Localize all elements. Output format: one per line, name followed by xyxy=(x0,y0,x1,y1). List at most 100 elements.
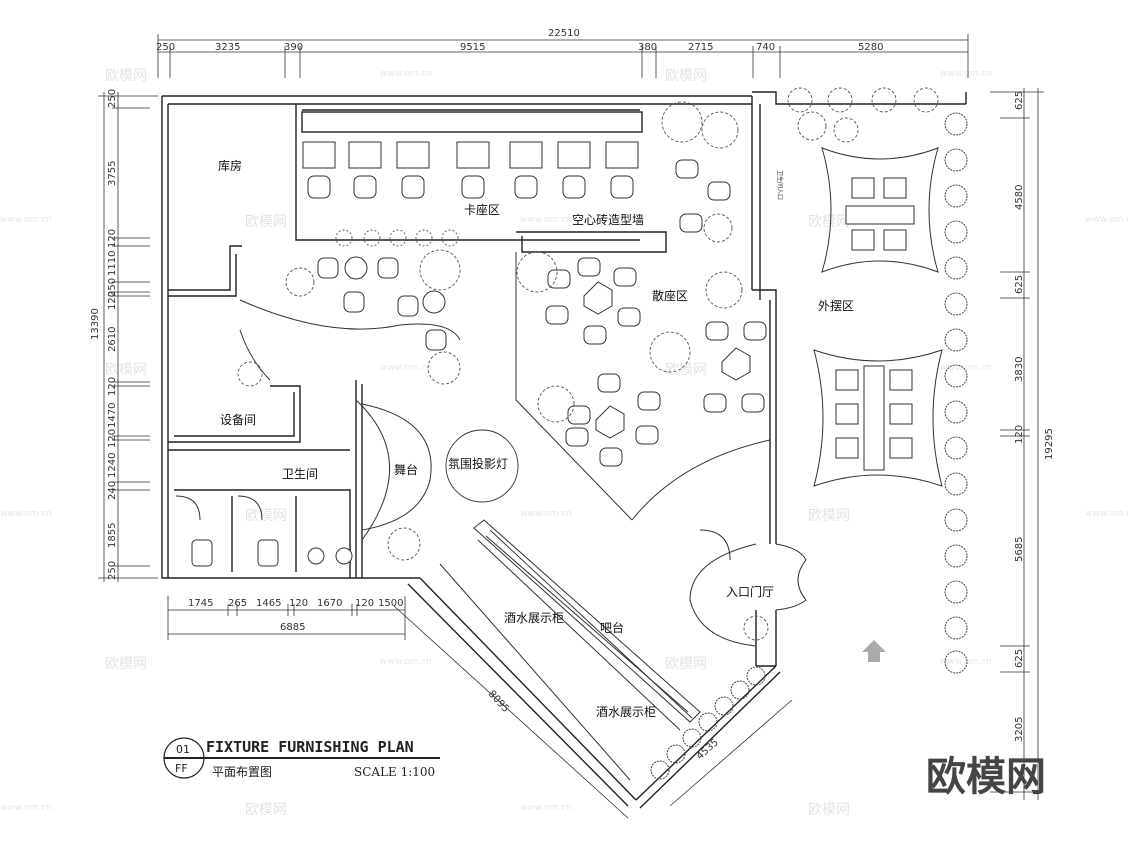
dim-bottom-segment: 1500 xyxy=(378,598,403,609)
room-label-side: 卫生间入口 xyxy=(776,170,784,200)
dim-right-segment: 4580 xyxy=(1014,185,1025,210)
brand-watermark: 欧模网 xyxy=(926,754,1046,800)
dim-top-segment: 2715 xyxy=(688,42,713,53)
walls xyxy=(161,91,967,809)
title-number: 01 xyxy=(176,743,190,756)
room-label-storage: 库房 xyxy=(218,158,242,173)
title-block: 01 FF FIXTURE FURNISHING PLAN 平面布置图 SCAL… xyxy=(163,737,440,779)
top-dimension-chain xyxy=(157,34,969,78)
diagonal-dimensions xyxy=(393,605,793,819)
lounge-partition xyxy=(239,252,771,541)
dim-top-segment: 250 xyxy=(156,42,175,53)
dim-top-segment: 380 xyxy=(638,42,657,53)
title-code: FF xyxy=(175,762,188,775)
watermark: 欧模网 xyxy=(105,362,147,378)
room-label-wine-cabinet: 酒水展示柜 xyxy=(596,705,656,719)
dim-left-segment: 1470 xyxy=(107,403,118,428)
dim-top-segment: 9515 xyxy=(460,42,485,53)
room-label-entrance-hall: 入口门厅 xyxy=(726,584,774,599)
watermark: 欧模网 xyxy=(665,362,707,378)
dim-bottom-segment: 1670 xyxy=(317,598,342,609)
watermark-url: www.om.cn xyxy=(380,69,432,79)
entry-arrow-icon xyxy=(862,640,886,662)
watermark-url: www.om.cn xyxy=(520,509,572,519)
dim-left-segment: 3755 xyxy=(107,161,118,186)
watermark: 欧模网 xyxy=(665,68,707,84)
dim-left-segment: 250 xyxy=(107,278,118,297)
diagonal-hedge xyxy=(650,666,766,780)
title-subtitle: 平面布置图 xyxy=(212,765,272,779)
room-label-outdoor-area: 外摆区 xyxy=(818,299,854,313)
title-scale: SCALE 1:100 xyxy=(354,765,435,779)
room-label-booth-area: 卡座区 xyxy=(464,202,500,217)
room-labels: 库房 卡座区 空心砖造型墙 散座区 外摆区 设备间 卫生间 舞台 氛围投影灯 入… xyxy=(218,158,854,719)
dim-right-segment: 120 xyxy=(1014,425,1025,444)
wine-display-cabinets xyxy=(439,519,701,781)
dim-left-segment: 1240 xyxy=(107,453,118,478)
dim-bottom-segment: 1465 xyxy=(256,598,281,609)
watermark-url: www.om.cn xyxy=(380,363,432,373)
watermark-url: www.om.cn xyxy=(520,803,572,813)
restroom-fixtures xyxy=(175,495,353,567)
dim-right-segment: 3205 xyxy=(1014,717,1025,742)
watermark-url: www.om.cn xyxy=(0,215,52,225)
outdoor-tables xyxy=(813,147,943,487)
watermark-url: www.om.cn xyxy=(940,363,992,373)
watermark-url: www.om.cn xyxy=(520,215,572,225)
dim-right-segment: 5685 xyxy=(1014,537,1025,562)
dim-bottom-segment: 265 xyxy=(228,598,247,609)
room-label-equipment-room: 设备间 xyxy=(220,413,256,427)
entrance-door xyxy=(689,529,807,647)
watermark: 欧模网 xyxy=(808,802,850,818)
dim-bottom-segment: 1745 xyxy=(188,598,213,609)
watermark: 欧模网 xyxy=(245,508,287,524)
dim-left-segment: 120 xyxy=(107,229,118,248)
dim-bottom-segment: 120 xyxy=(355,598,374,609)
ambient-projector-circle xyxy=(445,429,519,503)
watermark: 欧模网 xyxy=(245,802,287,818)
title-text: FIXTURE FURNISHING PLAN xyxy=(206,738,414,756)
dim-bottom-segment: 120 xyxy=(289,598,308,609)
watermark: 欧模网 xyxy=(808,214,850,230)
dim-diagonal-a: 8095 xyxy=(486,689,511,715)
dim-left-segment: 250 xyxy=(107,89,118,108)
dim-left-segment: 250 xyxy=(107,561,118,580)
watermark-url: www.om.cn xyxy=(940,69,992,79)
room-label-restroom: 卫生间 xyxy=(282,467,318,481)
watermark-url: www.om.cn xyxy=(0,509,52,519)
dim-left-segment: 1855 xyxy=(107,523,118,548)
dim-left-segment: 2610 xyxy=(107,327,118,352)
dim-left-segment: 120 xyxy=(107,377,118,396)
watermark: 欧模网 xyxy=(665,656,707,672)
lounge-tables xyxy=(545,159,767,467)
watermark-url: www.om.cn xyxy=(0,803,52,813)
lounge-chairs-left xyxy=(317,256,447,351)
room-label-bar-counter: 吧台 xyxy=(600,620,624,635)
stage-area xyxy=(361,403,432,531)
dim-left-segment: 1110 xyxy=(107,251,118,276)
booth-seating xyxy=(302,141,639,199)
dim-left-segment: 120 xyxy=(107,291,118,310)
watermark: 欧模网 xyxy=(808,508,850,524)
room-label-stage: 舞台 xyxy=(394,462,418,477)
room-label-ambient-projector: 氛围投影灯 xyxy=(448,456,508,471)
dim-right-segment: 625 xyxy=(1014,649,1025,668)
watermark-url: www.om.cn xyxy=(380,657,432,667)
room-label-wine-cabinet: 酒水展示柜 xyxy=(504,611,564,625)
watermark: 欧模网 xyxy=(105,656,147,672)
dim-left-segment: 120 xyxy=(107,429,118,448)
right-dimension-chain xyxy=(990,88,1044,800)
watermark-url: www.om.cn xyxy=(1085,215,1128,225)
watermark-url: www.om.cn xyxy=(940,657,992,667)
dim-top-segment: 390 xyxy=(284,42,303,53)
watermarks: 欧模网 欧模网 欧模网 欧模网 欧模网 欧模网 欧模网 欧模网 欧模网 欧模网 … xyxy=(0,68,1128,818)
room-label-lounge-area: 散座区 xyxy=(652,288,688,303)
watermark: 欧模网 xyxy=(105,68,147,84)
watermark-url: www.om.cn xyxy=(1085,509,1128,519)
right-hedge xyxy=(944,112,968,674)
bottom-dimension-chain xyxy=(167,596,406,640)
dim-right-segment: 3830 xyxy=(1014,357,1025,382)
dim-top-segment: 3235 xyxy=(215,42,240,53)
dim-top-segment: 740 xyxy=(756,42,775,53)
